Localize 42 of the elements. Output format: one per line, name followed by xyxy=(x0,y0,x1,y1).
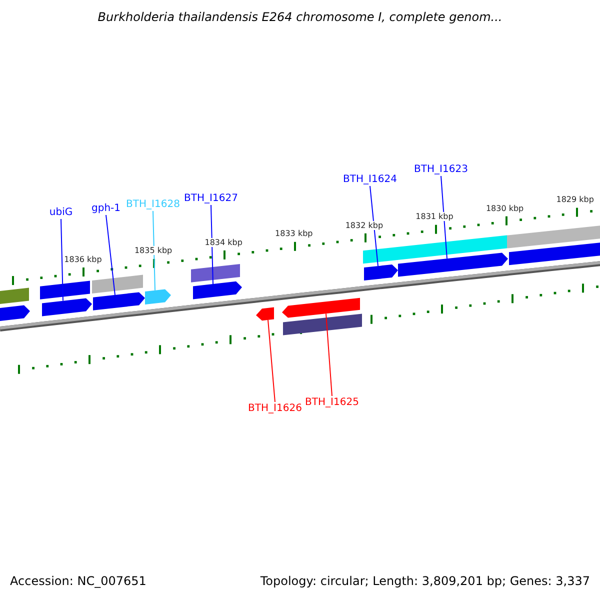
leader-line xyxy=(370,186,378,266)
leader-line xyxy=(210,204,214,284)
leader-line xyxy=(60,218,64,302)
feature-bar xyxy=(363,235,507,264)
scale-label: 1833 kbp xyxy=(274,229,314,238)
gene-feature xyxy=(42,298,92,316)
gene-label: BTH_I1623 xyxy=(414,164,468,175)
scale-label: 1829 kbp xyxy=(555,195,595,204)
gene-label: ubiG xyxy=(49,207,73,218)
leader-line xyxy=(152,210,156,291)
gene-label: BTH_I1626 xyxy=(248,403,302,414)
feature-bar xyxy=(191,264,240,282)
leader-line xyxy=(440,176,448,260)
feature-bar xyxy=(507,226,600,248)
gene-feature xyxy=(193,281,242,300)
leader-line xyxy=(326,313,332,396)
gene-feature xyxy=(282,298,360,318)
gene-label: BTH_I1624 xyxy=(343,174,397,185)
feature-bar xyxy=(0,288,29,304)
gene-feature xyxy=(145,289,171,304)
feature-bar xyxy=(40,280,90,300)
gene-label: gph-1 xyxy=(92,203,120,214)
scale-label: 1834 kbp xyxy=(204,238,244,247)
gene-label: BTH_I1628 xyxy=(126,199,180,210)
scale-label: 1831 kbp xyxy=(414,212,454,222)
leader-line xyxy=(106,214,116,296)
scale-label: 1836 kbp xyxy=(63,254,103,264)
map-title: Burkholderia thailandensis E264 chromosome I, complete genom... xyxy=(98,10,502,24)
leader-line xyxy=(268,319,276,402)
gene-label: BTH_I1625 xyxy=(305,397,359,408)
gene-feature xyxy=(256,307,274,321)
accession-text: Accession: NC_007651 xyxy=(10,574,146,588)
gene-feature xyxy=(93,292,145,310)
feature-bar xyxy=(92,274,143,294)
scale-label: 1830 kbp xyxy=(484,204,525,213)
feature-bar xyxy=(509,242,600,266)
scale-label: 1835 kbp xyxy=(133,246,174,256)
gene-label: BTH_I1627 xyxy=(184,193,238,204)
gene-feature xyxy=(0,305,30,321)
scale-label: 1832 kbp xyxy=(344,220,384,230)
topology-text: Topology: circular; Length: 3,809,201 bp; Genes: 3,337 xyxy=(260,574,590,588)
feature-bar xyxy=(283,314,362,336)
